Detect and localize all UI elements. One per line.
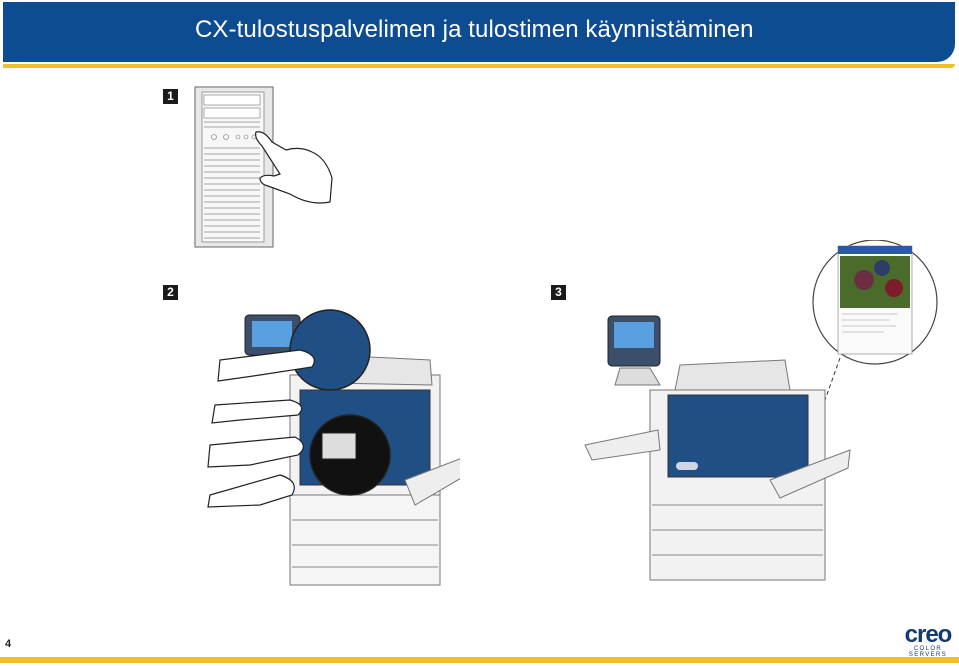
page-title: CX-tulostuspalvelimen ja tulostimen käyn… (195, 16, 754, 43)
creo-logo: creo COLOR SERVERS (898, 621, 958, 659)
creo-logo-word: creo (904, 621, 953, 648)
printer-power-on-illustration (207, 309, 460, 586)
title-bar: CX-tulostuspalvelimen ja tulostimen käyn… (3, 2, 955, 68)
printer-test-page-illustration (584, 240, 938, 581)
step-badge-3: 3 (551, 285, 566, 300)
creo-logo-tagline: COLOR SERVERS (908, 646, 948, 658)
server-tower-illustration (194, 86, 333, 248)
step-badge-1: 1 (163, 89, 178, 104)
page-number: 4 (5, 638, 12, 650)
step-badge-2: 2 (163, 285, 178, 300)
footer-bar (0, 657, 959, 663)
